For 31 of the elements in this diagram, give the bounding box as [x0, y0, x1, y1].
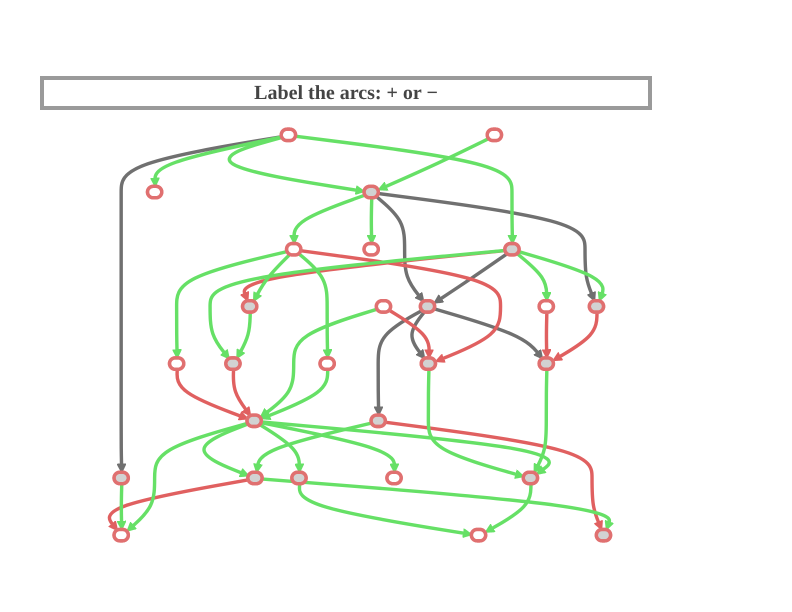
arrow — [262, 477, 614, 530]
arrow — [484, 484, 533, 533]
arrow — [301, 249, 502, 363]
arrow — [253, 421, 372, 474]
arrow — [378, 137, 490, 191]
arrow — [410, 311, 426, 360]
title: Label the arcs: + or − — [40, 76, 652, 110]
arrow — [433, 252, 508, 304]
arrow — [208, 248, 506, 360]
arrow — [175, 370, 249, 420]
arrow — [376, 196, 424, 302]
arrow — [426, 370, 525, 479]
arrow — [236, 312, 252, 360]
arrow — [434, 307, 544, 360]
arrow — [378, 192, 596, 302]
arrow — [262, 420, 551, 475]
arrow — [172, 250, 288, 359]
arrow — [542, 312, 552, 359]
arrow — [232, 370, 252, 417]
arrow — [386, 420, 603, 530]
arrow — [534, 370, 549, 474]
arrow — [108, 478, 249, 532]
arrow — [518, 250, 608, 302]
arrow — [260, 370, 330, 420]
arrow — [252, 253, 291, 302]
arrow — [116, 484, 127, 530]
arrow — [298, 484, 473, 538]
arrow — [260, 307, 378, 418]
arrow — [126, 422, 248, 532]
arrow — [388, 309, 434, 359]
arrow — [552, 312, 599, 362]
